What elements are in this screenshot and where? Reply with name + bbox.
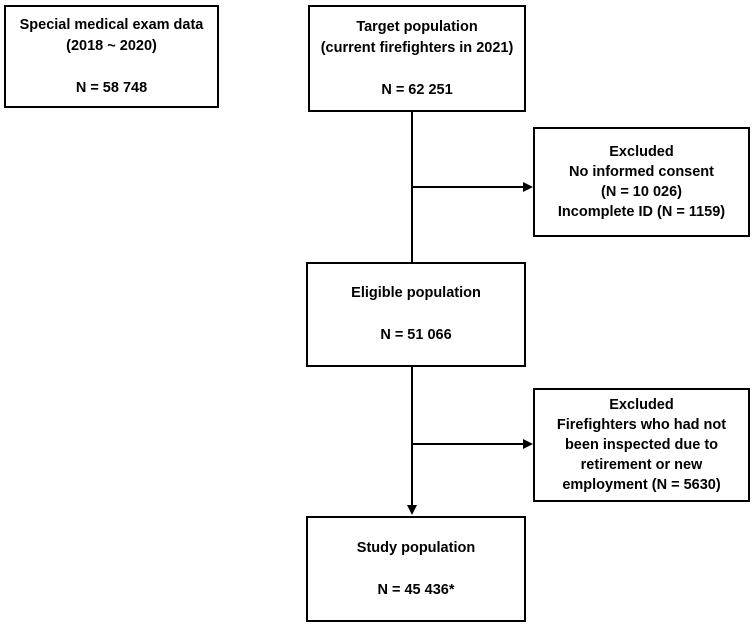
box-special-medical-exam-data: Special medical exam data (2018 ~ 2020) … (4, 5, 219, 108)
box-title: Excluded (609, 397, 674, 413)
arrowhead-right-icon (523, 182, 533, 192)
arrowhead-right-icon (523, 439, 533, 449)
box-eligible-population: Eligible population N = 51 066 (306, 262, 526, 367)
arrowhead-down-icon (407, 505, 417, 515)
box-title: Eligible population (351, 285, 481, 301)
connector-to-excluded-second (413, 443, 523, 445)
box-excluded-not-inspected: Excluded Firefighters who had not been i… (533, 388, 750, 502)
exclusion-reason: Incomplete ID (N = 1159) (557, 204, 726, 220)
n-count: N = 62 251 (381, 81, 453, 98)
connector-to-excluded-first (413, 186, 523, 188)
exclusion-reason: No informed consent (568, 164, 714, 180)
box-subtitle: (2018 ~ 2020) (66, 37, 157, 54)
n-count: N = 58 748 (75, 79, 148, 96)
box-target-population: Target population (current firefighters … (308, 5, 526, 112)
box-title: Special medical exam data (19, 16, 204, 33)
exclusion-reason: been inspected due to (564, 437, 719, 453)
n-count: N = 45 436* (377, 581, 455, 598)
box-title: Target population (356, 18, 478, 35)
box-study-population: Study population N = 45 436* (306, 516, 526, 622)
n-count: N = 51 066 (380, 327, 452, 343)
exclusion-count: (N = 10 026) (600, 184, 682, 200)
exclusion-reason: retirement or new (580, 457, 703, 473)
connector-eligible-to-study (411, 367, 413, 506)
exclusion-reason: Firefighters who had not (556, 417, 727, 433)
box-excluded-no-consent: Excluded No informed consent (N = 10 026… (533, 127, 750, 237)
box-title: Study population (356, 539, 476, 556)
box-subtitle: (current firefighters in 2021) (320, 39, 514, 56)
connector-target-to-eligible (411, 112, 413, 262)
box-title: Excluded (609, 144, 674, 160)
exclusion-count: employment (N = 5630) (562, 477, 721, 493)
